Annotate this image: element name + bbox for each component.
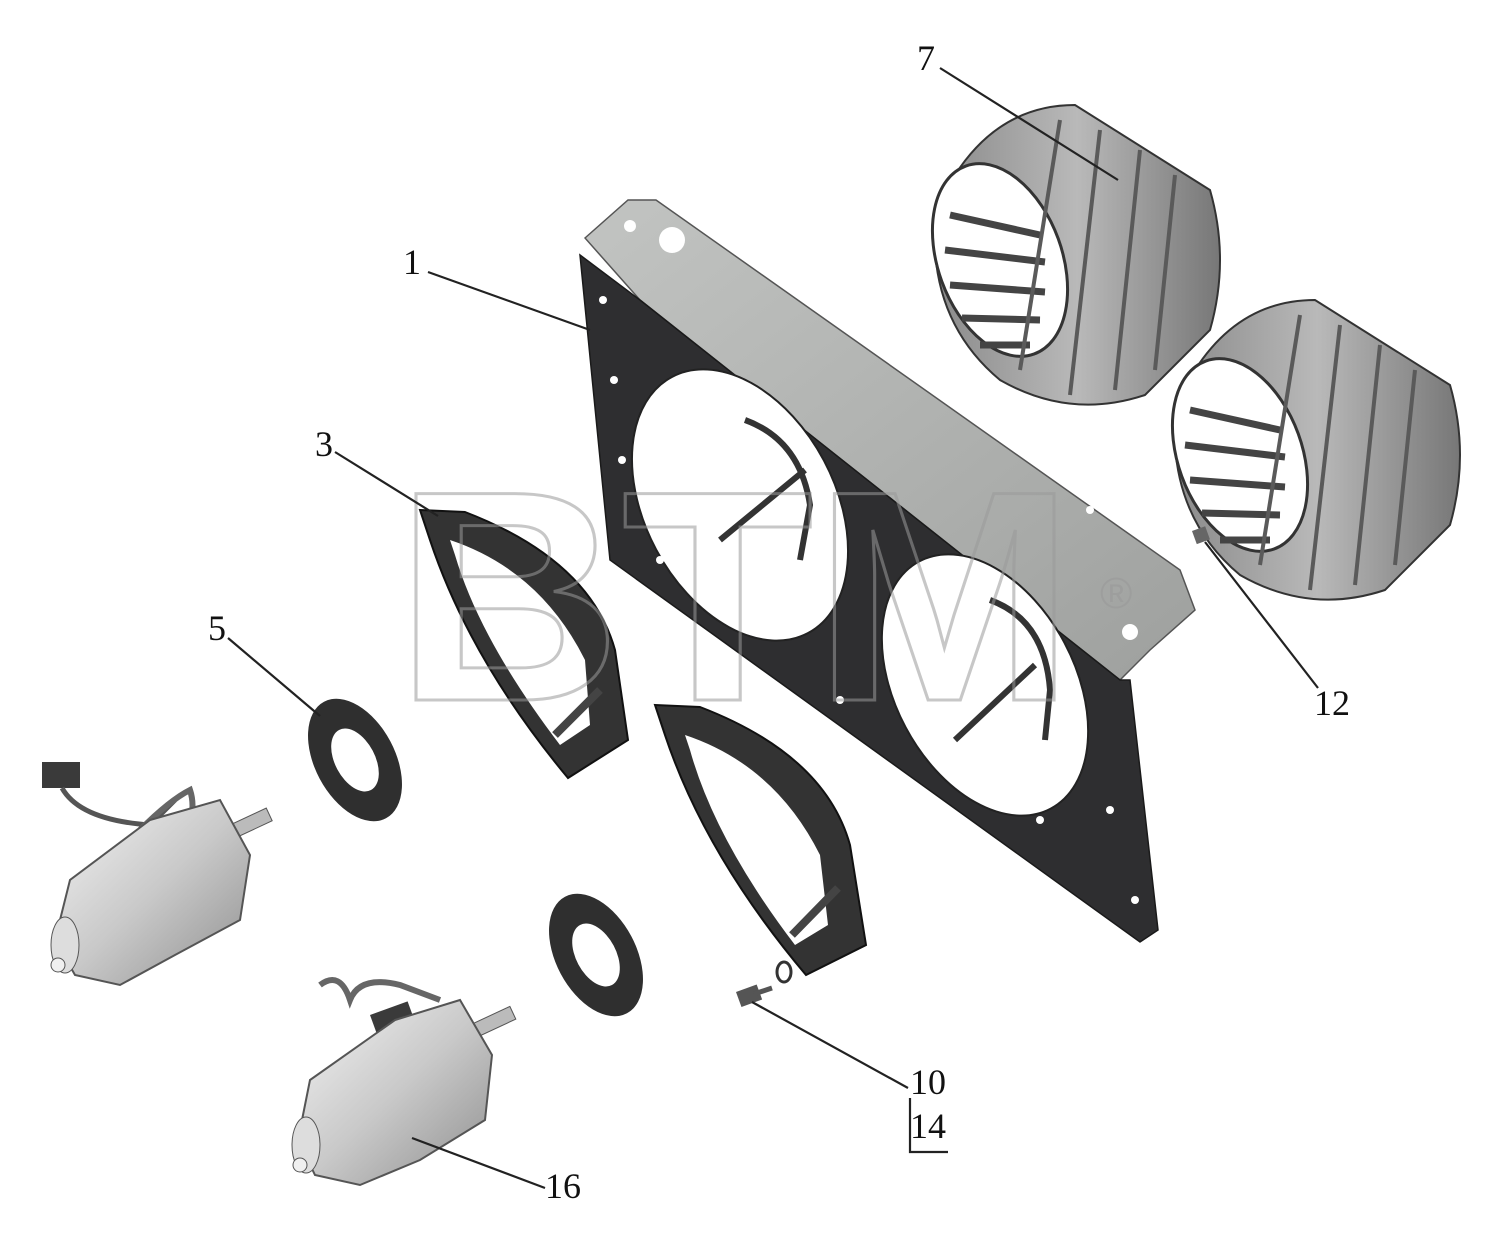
callout-10: 10 — [910, 1062, 946, 1102]
btm-watermark: BTM ® — [394, 427, 1133, 766]
callout-3: 3 — [315, 424, 333, 464]
frame-bolt-holes — [599, 220, 1139, 904]
callout-14: 14 — [910, 1106, 946, 1146]
leader-3 — [334, 451, 439, 517]
leader-lines — [227, 67, 1319, 1190]
gasket-upper — [418, 508, 630, 780]
watermark-registered-mark: ® — [1100, 569, 1132, 618]
mounting-frame — [579, 199, 1196, 943]
leader-5 — [227, 637, 321, 717]
blower-wheel-lower — [1170, 298, 1461, 601]
washer-part-14 — [775, 960, 793, 984]
left-mount-bracket — [718, 417, 814, 561]
leader-12 — [1204, 541, 1319, 689]
rubber-ring-lower — [549, 893, 643, 1017]
callout-5: 5 — [208, 608, 226, 648]
screw-part-10 — [736, 984, 773, 1008]
nut-part-12 — [1192, 526, 1210, 545]
leader-7 — [939, 67, 1119, 181]
electric-motor-upper — [42, 762, 273, 987]
leader-10 — [751, 1001, 909, 1089]
callout-12: 12 — [1314, 683, 1350, 723]
frame-opening-right — [880, 553, 1090, 817]
frame-opening-left — [630, 368, 850, 642]
watermark-text: BTM — [395, 428, 1075, 764]
leader-16 — [411, 1136, 546, 1190]
leader-1 — [427, 270, 591, 332]
leader-14-bracket — [908, 1098, 948, 1154]
gasket-lower — [653, 703, 868, 977]
electric-motor-lower — [291, 977, 517, 1187]
right-mount-bracket — [952, 597, 1054, 743]
callout-7: 7 — [917, 38, 935, 78]
rubber-ring-upper — [308, 698, 402, 822]
callout-labels: 1 3 5 7 10 12 14 16 — [208, 38, 1350, 1206]
callout-1: 1 — [403, 242, 421, 282]
blower-wheel-upper — [930, 103, 1221, 406]
callout-16: 16 — [545, 1166, 581, 1206]
